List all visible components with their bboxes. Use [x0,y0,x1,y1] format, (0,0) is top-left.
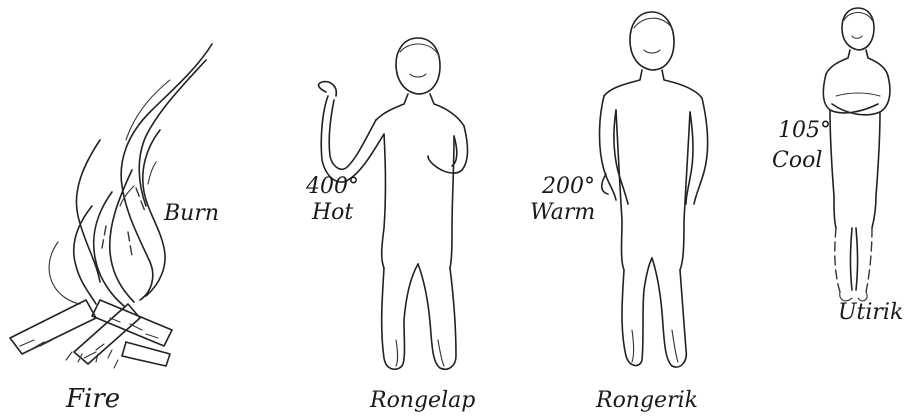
fire-caption: Fire [66,386,120,412]
rongerik-temperature-label: 200° [542,176,595,198]
rongelap-caption: Rongelap [370,390,475,412]
rongerik-effect-label: Warm [530,202,595,224]
utirik-figure [823,8,890,301]
utirik-temperature-label: 105° [778,120,831,142]
rongerik-figure [600,12,708,367]
utirik-effect-label: Cool [772,150,822,172]
utirik-caption: Utirik [838,302,903,324]
rongerik-caption: Rongerik [596,390,698,412]
rongelap-temperature-label: 400° [306,176,359,198]
fire-effect-label: Burn [164,203,219,225]
rongelap-effect-label: Hot [312,202,353,224]
